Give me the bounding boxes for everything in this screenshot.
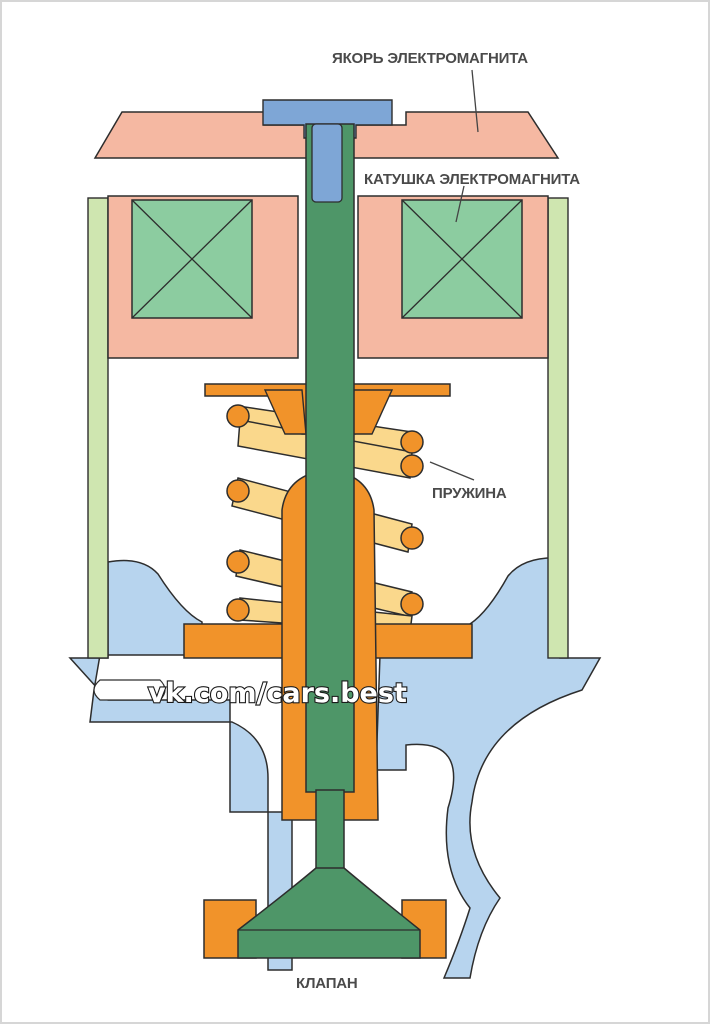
label-armature: ЯКОРЬ ЭЛЕКТРОМАГНИТА bbox=[332, 50, 528, 67]
cylinder-head-body-right bbox=[375, 557, 602, 979]
leader-spring bbox=[429, 461, 475, 481]
leader-armature bbox=[471, 69, 479, 133]
watermark: vk.com/cars.best bbox=[148, 678, 407, 709]
label-valve: КЛАПАН bbox=[296, 975, 358, 992]
label-coil: КАТУШКА ЭЛЕКТРОМАГНИТА bbox=[364, 171, 580, 188]
label-spring: ПРУЖИНА bbox=[432, 485, 507, 502]
spring-coil-ends bbox=[226, 404, 424, 622]
valve-stem-lower bbox=[315, 789, 345, 881]
leader-lines bbox=[429, 69, 479, 481]
guide-post-right bbox=[547, 197, 569, 659]
armature-bolt-shank bbox=[311, 123, 343, 203]
armature-bolt-head bbox=[262, 99, 393, 139]
electromagnet-coil-right bbox=[401, 199, 523, 319]
oil-channel bbox=[93, 679, 166, 701]
guide-post-left bbox=[87, 197, 109, 659]
valve-stem bbox=[305, 123, 355, 793]
valve-head bbox=[237, 867, 421, 959]
electromagnet-coil-left bbox=[131, 199, 253, 319]
leader-coil bbox=[455, 185, 465, 223]
